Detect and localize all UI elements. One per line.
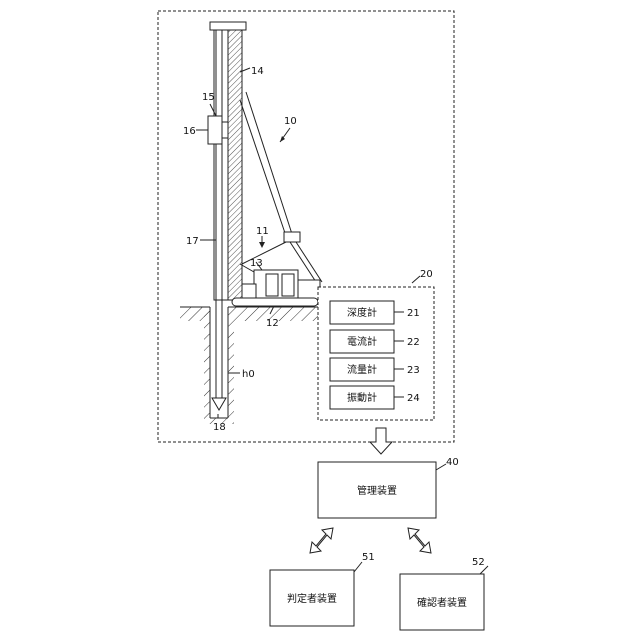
label-rod: 17 <box>186 236 199 247</box>
arrow-management-confirm <box>408 528 431 553</box>
sensor-depth-text: 深度計 <box>347 306 377 319</box>
label-motor-top: 15 <box>202 92 215 103</box>
label-base-machine: 11 <box>256 226 269 237</box>
confirm-text: 確認者装置 <box>417 596 467 609</box>
sensor-vibration-box: 振動計 <box>330 386 394 409</box>
sensor-flow-box: 流量計 <box>330 358 394 381</box>
boom-stay <box>240 92 322 282</box>
sensor-flow-text: 流量計 <box>347 363 377 376</box>
base-machine <box>232 264 320 306</box>
judge-text: 判定者装置 <box>287 592 337 605</box>
label-rig: 10 <box>284 116 297 127</box>
sensor-current-box: 電流計 <box>330 330 394 353</box>
ground <box>180 307 318 424</box>
sensor-current-text: 電流計 <box>347 335 377 348</box>
label-sensor-current: 22 <box>407 337 420 348</box>
label-motor: 16 <box>183 126 196 137</box>
arrow-to-management <box>370 428 392 454</box>
sensor-depth-box: 深度計 <box>330 301 394 324</box>
label-management: 40 <box>446 457 459 468</box>
label-sensor-vibration: 24 <box>407 393 420 404</box>
judge-box: 判定者装置 <box>270 570 354 626</box>
management-box: 管理装置 <box>318 462 436 518</box>
label-judge: 51 <box>362 552 375 563</box>
arrow-management-judge <box>310 528 333 553</box>
label-sensor-group: 20 <box>420 269 433 280</box>
label-depth-marker: h0 <box>242 369 255 380</box>
label-confirm: 52 <box>472 557 485 568</box>
label-sensor-depth: 21 <box>407 308 420 319</box>
leader-mast <box>210 22 246 300</box>
label-cabin: 13 <box>250 258 263 269</box>
label-sensor-flow: 23 <box>407 365 420 376</box>
management-text: 管理装置 <box>357 484 397 497</box>
sensor-vibration-text: 振動計 <box>347 391 377 404</box>
label-leader: 14 <box>251 66 264 77</box>
label-bit: 18 <box>213 422 226 433</box>
confirm-box: 確認者装置 <box>400 574 484 630</box>
label-ground: 12 <box>266 318 279 329</box>
